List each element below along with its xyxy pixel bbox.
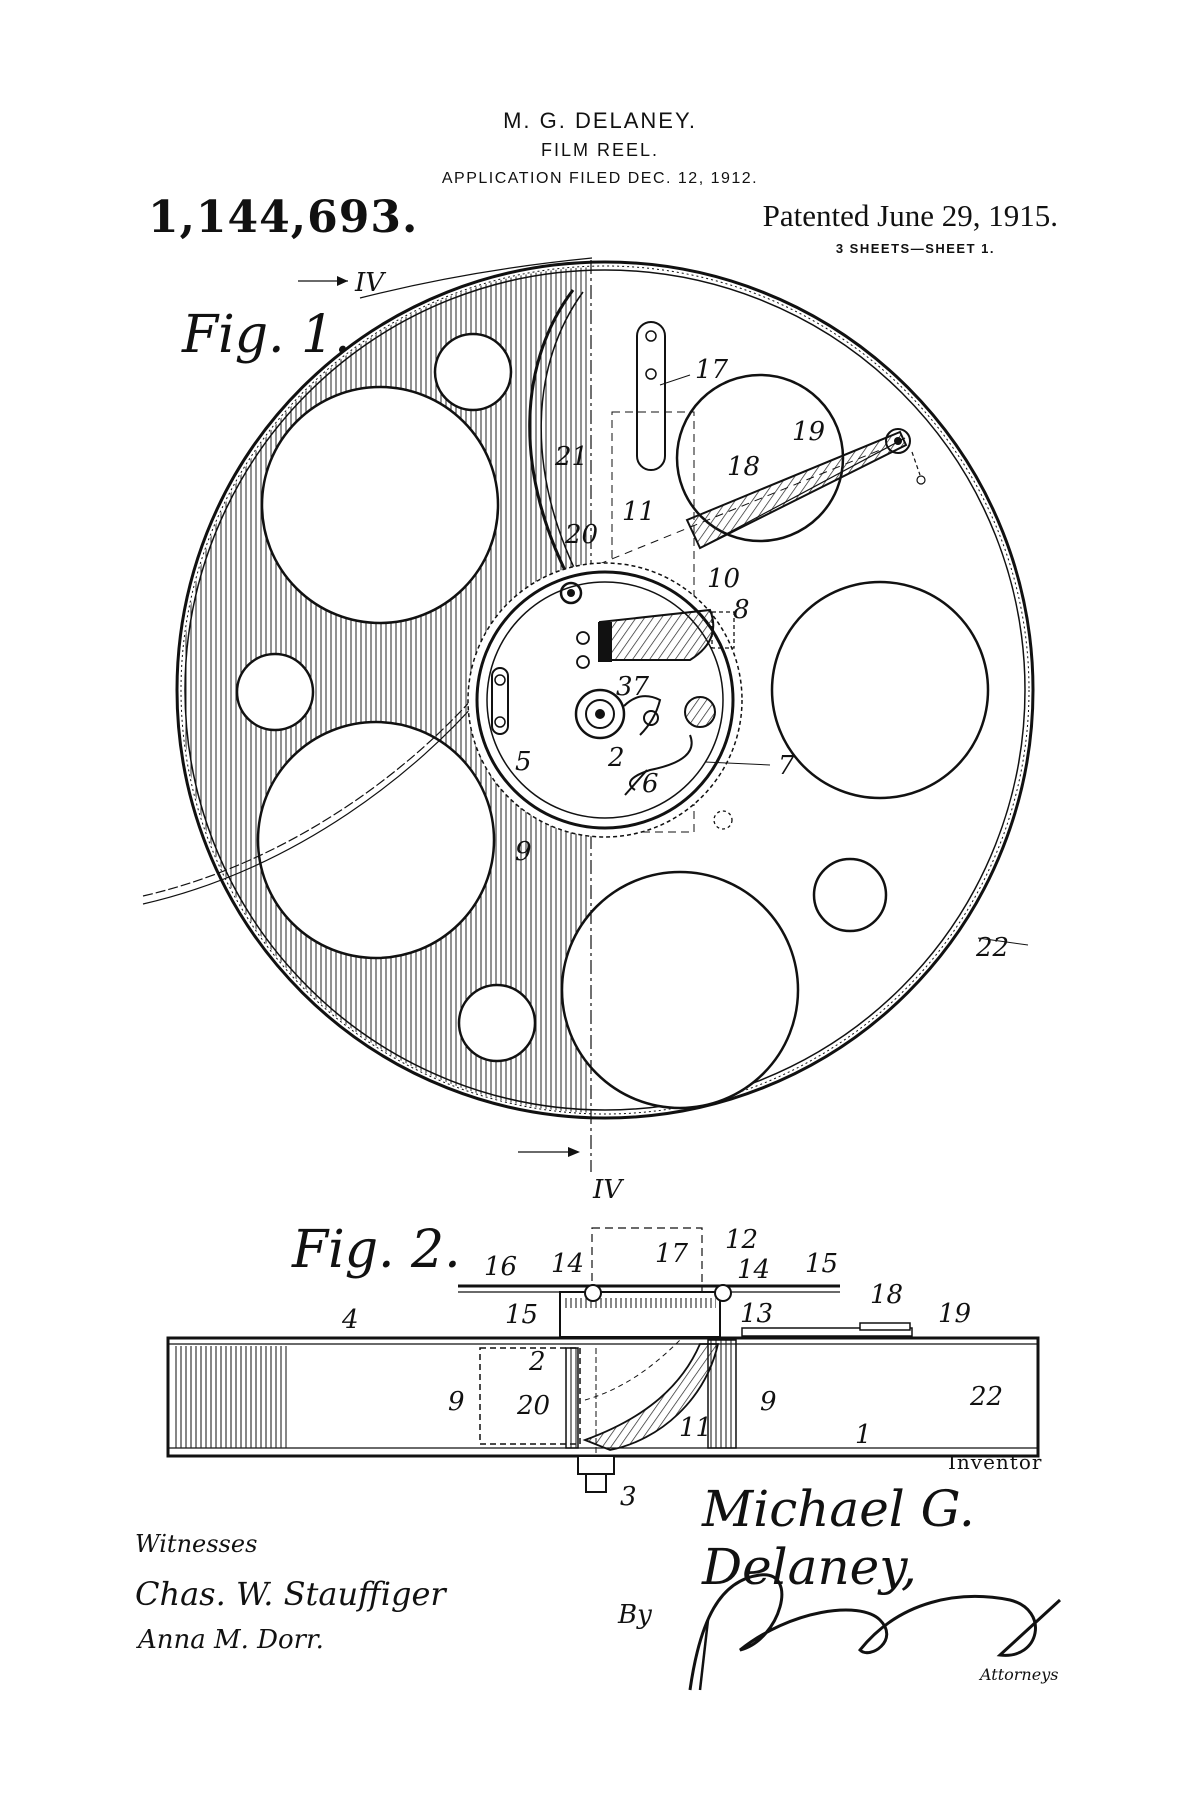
callout: 15 <box>505 1300 538 1330</box>
fig2-label: Fig. 2. <box>292 1220 461 1280</box>
attorneys-label: Attorneys <box>980 1665 1059 1684</box>
fig2-section <box>166 1227 1040 1493</box>
witness-2-signature: Anna M. Dorr. <box>138 1625 324 1655</box>
fig1-label: Fig. 1. <box>182 305 351 365</box>
fig1-opening <box>770 580 990 800</box>
fig1-reel <box>142 257 1035 1172</box>
callout: 18 <box>870 1280 903 1310</box>
witnesses-label: Witnesses <box>135 1530 258 1558</box>
fig1-small-opening <box>812 857 888 933</box>
fig1-opening <box>256 720 496 960</box>
fig1-opening <box>560 870 800 1110</box>
callout: 16 <box>484 1252 517 1282</box>
callout: 17 <box>695 355 729 385</box>
callout: 10 <box>707 564 740 594</box>
witness-1-signature: Chas. W. Stauffiger <box>135 1575 446 1613</box>
fig1-callouts: 17 19 18 21 11 20 10 8 37 5 2 6 7 9 22 I… <box>354 268 1029 1205</box>
inventor-label: Inventor <box>948 1450 1043 1474</box>
callout: 17 <box>655 1239 689 1269</box>
callout: 13 <box>740 1299 773 1329</box>
inventor-header: M. G. DELANEY. <box>503 108 697 133</box>
inventor-signature: Michael G. Delaney, <box>702 1480 975 1596</box>
callout: 2 <box>607 743 625 773</box>
callout: 2 <box>528 1347 546 1377</box>
callout: 8 <box>733 595 750 625</box>
callout: 22 <box>975 933 1009 963</box>
callout: 15 <box>805 1249 838 1279</box>
fig1-outer-rim <box>175 260 1035 1120</box>
sheet-count: 3 SHEETS—SHEET 1. <box>835 241 995 256</box>
callout: 11 <box>679 1413 712 1443</box>
callout: 21 <box>554 442 588 472</box>
fig1-small-opening <box>433 332 513 412</box>
callout: 9 <box>448 1387 465 1417</box>
callout: 11 <box>622 497 655 527</box>
callout: 7 <box>778 751 795 781</box>
section-mark: IV <box>592 1175 624 1205</box>
callout: 1 <box>855 1420 872 1450</box>
callout: 18 <box>727 452 760 482</box>
callout: 20 <box>516 1391 550 1421</box>
callout: 19 <box>938 1299 971 1329</box>
callout: 19 <box>792 417 825 447</box>
callout: 9 <box>760 1387 777 1417</box>
callout: 4 <box>341 1305 359 1335</box>
callout: 12 <box>725 1225 758 1255</box>
callout: 5 <box>515 747 532 777</box>
patent-number: 1,144,693. <box>148 192 419 243</box>
callout: 22 <box>969 1382 1003 1412</box>
callout: 14 <box>737 1255 770 1285</box>
callout: 3 <box>620 1482 637 1512</box>
application-filed-date: APPLICATION FILED DEC. 12, 1912. <box>441 170 759 187</box>
callout: 37 <box>616 672 650 702</box>
fig1-small-opening <box>235 652 315 732</box>
fig1-opening <box>260 385 500 625</box>
callout: 9 <box>515 837 532 867</box>
section-mark: IV <box>354 268 386 298</box>
callout: 14 <box>551 1249 584 1279</box>
patent-title: FILM REEL. <box>540 140 660 160</box>
fig1-small-opening <box>457 983 537 1063</box>
by-label: By <box>618 1600 652 1630</box>
patented-date: Patented June 29, 1915. <box>762 198 1058 233</box>
callout: 6 <box>642 769 659 799</box>
fig2-callouts: 16 14 12 17 14 15 15 13 18 19 4 2 9 20 1… <box>341 1225 1003 1512</box>
attorney-signature <box>688 1573 1062 1691</box>
callout: 20 <box>564 520 598 550</box>
